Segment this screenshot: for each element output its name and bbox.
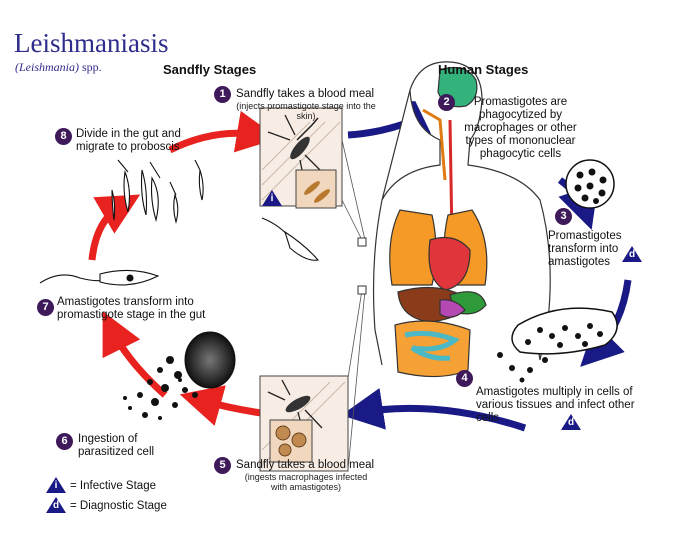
diagnostic-stage-marker-step4 (561, 414, 581, 430)
step-3-badge: 3 (555, 208, 572, 225)
parasitized-cells-drawing (123, 331, 236, 420)
step-5-badge: 5 (214, 457, 231, 474)
step-4-text: Amastigotes multiply in cells of various… (476, 386, 635, 424)
sandfly-stages-header: Sandfly Stages (163, 62, 257, 77)
macrophage-drawing (565, 159, 615, 209)
legend-infective: = Infective Stage (70, 480, 156, 492)
arrow-7-to-8 (88, 194, 141, 261)
arrow-6-to-7 (102, 311, 168, 398)
diagnostic-stage-marker-step3 (622, 246, 642, 262)
step-6-text: Ingestion of parasitized cell (78, 433, 155, 458)
legend-diagnostic: = Diagnostic Stage (70, 500, 167, 512)
step-8-text: Divide in the gut and migrate to probosc… (76, 128, 181, 153)
arrow-8-to-1 (168, 110, 279, 154)
step-1-badge: 1 (214, 86, 231, 103)
diagnostic-stage-letter-step4: d (567, 417, 575, 428)
sandfly-feeding-image-top (259, 107, 343, 209)
step-2-text: Promastigotes are phagocytized by macrop… (464, 96, 577, 160)
step-8-badge: 8 (55, 128, 72, 145)
step-5-subtext: (ingests macrophages infected with amast… (244, 472, 368, 492)
infective-stage-letter: i (270, 193, 274, 204)
promastigotes-dividing-drawing (111, 159, 204, 225)
page-title: Leishmaniasis (14, 28, 169, 58)
step-3-text: Promastigotes transform into amastigotes (548, 230, 622, 268)
promastigote-drawing (261, 217, 320, 261)
legend-diagnostic-triangle (46, 497, 66, 513)
step-7-badge: 7 (37, 299, 54, 316)
page-subtitle: (Leishmania) spp. (15, 60, 102, 75)
sandfly-feeding-image-bottom (259, 375, 349, 472)
legend-infective-letter: i (54, 480, 58, 491)
arrow-4-to-5 (341, 388, 527, 432)
promastigote-gut-drawing (39, 269, 160, 286)
diagnostic-stage-letter-step3: d (628, 249, 636, 260)
step-4-badge: 4 (456, 370, 473, 387)
infective-stage-marker-step1 (262, 190, 282, 206)
subtitle-suffix: spp. (79, 60, 102, 74)
step-1-text: Sandfly takes a blood meal (236, 88, 375, 100)
human-stages-header: Human Stages (438, 62, 529, 77)
step-2-badge: 2 (438, 94, 455, 111)
step-5-text: Sandfly takes a blood meal (236, 459, 375, 471)
infected-tissue-drawing (497, 307, 618, 383)
legend-infective-triangle (46, 477, 66, 493)
legend-diagnostic-letter: d (52, 500, 60, 511)
step-6-badge: 6 (56, 433, 73, 450)
subtitle-genus: (Leishmania) (15, 60, 79, 74)
step-7-text: Amastigotes transform into promastigote … (57, 296, 206, 321)
step-1-subtext: (injects promastigote stage into the ski… (236, 101, 376, 121)
